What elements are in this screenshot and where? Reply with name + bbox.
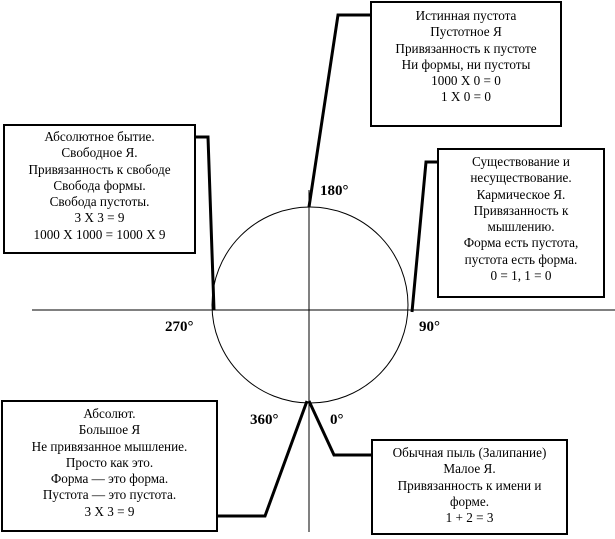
box-right-line: Существование и (472, 154, 570, 169)
leader-top (307, 13, 371, 208)
angle-label-0: 0° (330, 412, 344, 428)
box-top-line: 1 X 0 = 0 (441, 89, 491, 105)
leader-bottom-right (307, 400, 372, 457)
box-top: Истинная пустота Пустотное Я Привязаннос… (370, 1, 562, 127)
box-top-line: Пустотное Я (430, 24, 502, 40)
angle-label-360: 360° (250, 412, 279, 428)
box-right-line: несуществование. (470, 170, 572, 186)
box-bottom-right-line: Привязанность к имени и (397, 477, 542, 493)
box-right-line: Форма есть пустота, (463, 235, 579, 251)
cycle-circle (211, 206, 409, 404)
box-bottom-right-line: 1 + 2 = 3 (445, 510, 494, 526)
box-left-line: Свобода формы. (53, 177, 146, 193)
box-bottom-left-line: Большое Я (78, 422, 141, 438)
box-left-line: Свободное Я. (61, 145, 138, 161)
box-bottom-left-line: Форма — это форма. (50, 471, 169, 487)
box-top-line: 1000 X 0 = 0 (431, 73, 501, 89)
box-top-line: Истинная пустота (415, 8, 517, 23)
angle-label-90: 90° (419, 319, 440, 335)
box-left-line: Свобода пустоты. (49, 194, 150, 210)
box-bottom-right: Обычная пыль (Залипание) Малое Я. Привяз… (371, 439, 568, 535)
box-top-line: Привязанность к пустоте (395, 40, 537, 56)
box-right-line: Кармическое Я. (476, 186, 566, 202)
box-right-line: Привязанность к (473, 202, 569, 218)
box-right: Существование и несуществование. Кармиче… (437, 148, 605, 298)
box-bottom-right-line: Обычная пыль (Залипание) (392, 445, 547, 460)
box-left-line: Привязанность к свободе (28, 161, 171, 177)
box-top-line: Ни формы, ни пустоты (401, 56, 531, 72)
box-bottom-left-line: Не привязанное мышление. (31, 438, 188, 454)
box-right-line: пустота есть форма. (464, 251, 578, 267)
box-left: Абсолютное бытие. Свободное Я. Привязанн… (3, 124, 196, 254)
leader-left (196, 135, 216, 311)
box-bottom-right-line: форме. (449, 493, 490, 509)
box-bottom-left: Абсолют. Большое Я Не привязанное мышлен… (1, 400, 218, 532)
box-left-line: Абсолютное бытие. (44, 129, 155, 144)
box-bottom-left-line: Пустота — это пустота. (42, 487, 177, 503)
leader-right (410, 160, 438, 313)
box-right-line: 0 = 1, 1 = 0 (490, 268, 552, 284)
angle-label-180: 180° (320, 183, 349, 199)
box-left-line: 3 X 3 = 9 (74, 210, 125, 226)
angle-label-270: 270° (165, 319, 194, 335)
box-bottom-right-line: Малое Я. (443, 461, 496, 477)
box-bottom-left-line: Просто как это. (65, 454, 154, 470)
box-bottom-left-line: Абсолют. (83, 406, 136, 421)
box-left-line: 1000 X 1000 = 1000 X 9 (33, 226, 166, 242)
box-bottom-left-line: 3 X 3 = 9 (84, 503, 135, 519)
box-right-line: мышлению. (487, 219, 555, 235)
leader-bottom-left (218, 400, 309, 518)
